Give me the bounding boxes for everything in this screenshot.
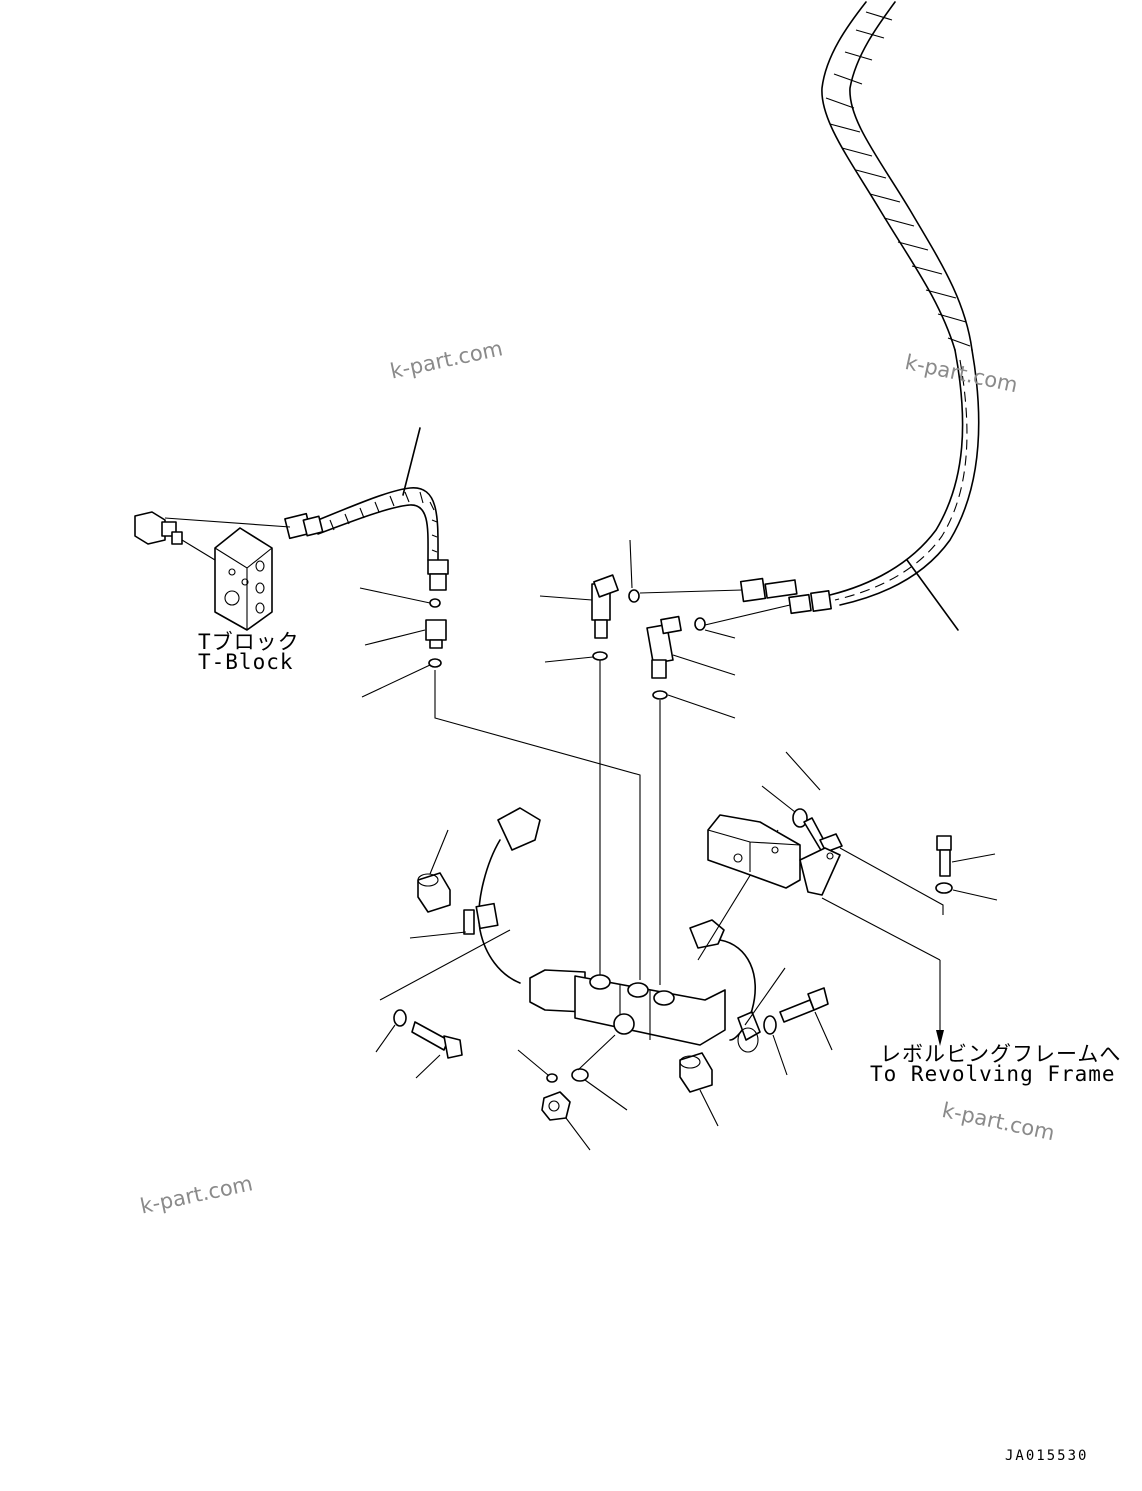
pressure-hose [284,427,449,591]
t-block-label-en: T-Block [198,650,294,674]
bracket [707,814,944,1046]
revolving-frame-label-en: To Revolving Frame [870,1062,1116,1086]
clamps [379,829,786,1127]
t-block-label-jp: Tブロック [198,630,300,654]
drawing-code: JA015530 [1005,1448,1089,1464]
fittings-left [359,587,641,980]
pressure-switches [539,539,736,985]
bolts [375,751,998,1079]
t-block [134,511,291,631]
revolving-frame-label-jp: レボルビングフレームへ [880,1042,1122,1066]
fittings-bottom [517,1034,628,1151]
wrapped-harness [639,1,980,631]
